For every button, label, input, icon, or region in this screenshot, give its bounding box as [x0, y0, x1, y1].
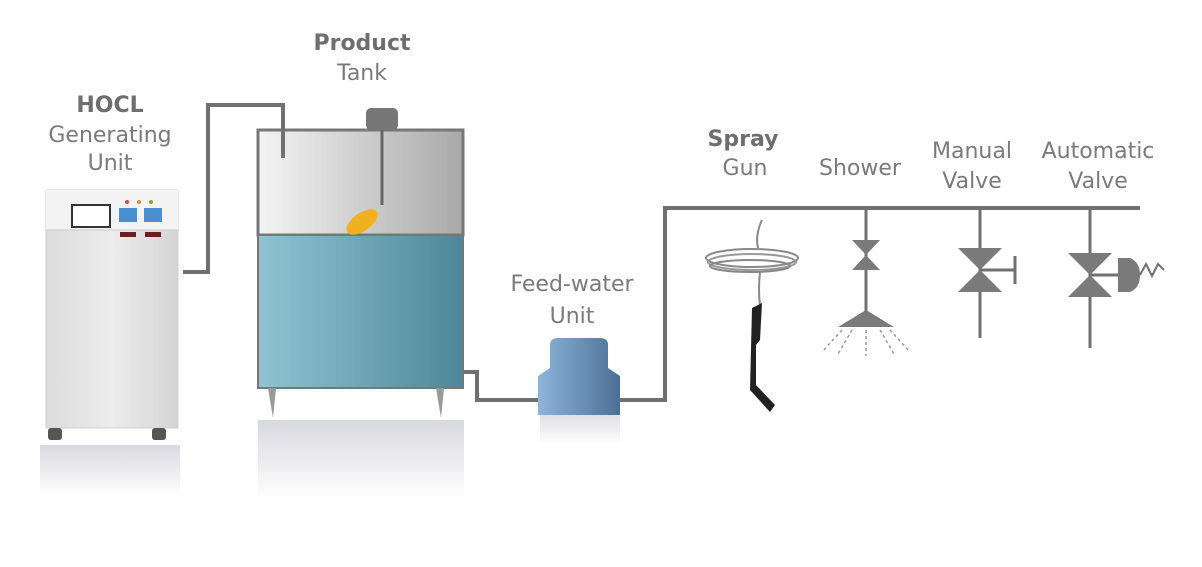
product-tank: [256, 105, 465, 500]
pipe-tank-to-pump: [463, 370, 540, 402]
label-text: Gun: [723, 156, 768, 181]
label-text: Feed-water: [510, 272, 634, 297]
wheel-icon: [152, 428, 166, 440]
manual-valve-icon: [958, 208, 1017, 338]
label-text: HOCL: [76, 93, 143, 118]
float-icon: [346, 209, 378, 235]
feed-water-pump: [538, 338, 620, 445]
wheel-icon: [48, 428, 62, 440]
label-text: Unit: [550, 304, 595, 329]
label-hocl-generating-unit: HOCL Generating Unit: [48, 93, 171, 176]
label-text: Spray: [708, 127, 779, 152]
label-text: Manual: [932, 139, 1012, 164]
label-automatic-valve: Automatic Valve: [1042, 139, 1155, 194]
label-text: Generating: [48, 123, 171, 148]
label-shower: Shower: [819, 156, 902, 181]
label-manual-valve: Manual Valve: [932, 139, 1012, 194]
automatic-valve-icon: [1068, 208, 1165, 348]
label-product-tank: Product Tank: [313, 31, 411, 86]
label-text: Tank: [336, 61, 387, 86]
label-spray-gun: Spray Gun: [708, 127, 779, 181]
label-text: Product: [313, 31, 411, 56]
spray-gun-icon: [705, 219, 799, 412]
label-text: Valve: [942, 169, 1002, 194]
label-feed-water-unit: Feed-water Unit: [510, 272, 634, 329]
hocl-generator-cabinet: [40, 189, 180, 495]
display-screen-icon: [71, 204, 111, 228]
pipe-main-distribution: [620, 206, 1140, 402]
label-text: Valve: [1068, 169, 1128, 194]
label-text: Unit: [88, 151, 133, 176]
label-text: Automatic: [1042, 139, 1155, 164]
shower-valve-icon: [821, 208, 911, 356]
motor-icon: [366, 108, 398, 130]
